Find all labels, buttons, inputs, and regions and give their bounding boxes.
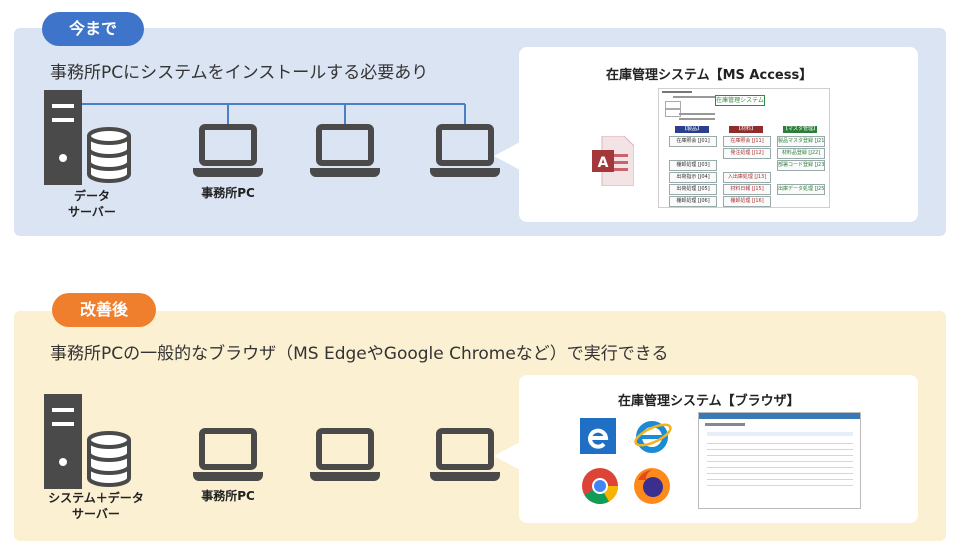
mock-form-button: 出荷処理 [J05] [669,184,717,195]
browser-table-row [707,485,853,486]
access-form-screenshot: 在庫管理システム 【製品】 【材料】 【マスタ管理】 在庫照会 [J01] 棚卸処… [658,88,830,208]
pc-label: 事務所PC [201,489,255,503]
mock-form-button: 出荷指示 [J04] [669,172,717,183]
database-icon [87,127,131,183]
edge-icon [580,418,616,454]
mock-form-button: 棚卸処理 [J06] [669,196,717,207]
laptop-icon [430,124,500,177]
mock-form-button: 部署コード登録 [J23] [777,160,825,171]
mock-form-button: 材料日報 [J15] [723,184,771,195]
mock-form-button: 材料品登録 [J22] [777,148,825,159]
laptop-icon [310,124,380,177]
before-heading: 事務所PCにシステムをインストールする必要あり [50,63,429,83]
laptop-icon [430,428,500,481]
after-badge: 改善後 [52,293,156,327]
server-label-line2: サーバー [68,205,116,219]
chrome-icon [582,468,618,505]
callout-title: 在庫管理システム【ブラウザ】 [618,394,800,409]
internet-explorer-icon [634,421,672,453]
server-label-line2: サーバー [72,507,120,521]
browser-table-row [707,479,853,480]
laptop-icon [193,124,263,177]
mock-form-button: 棚卸処理 [J16] [723,196,771,207]
mock-form-button: 在庫照会 [J11] [723,136,771,147]
browser-screenshot [698,412,861,509]
server-label: データ サーバー [62,188,122,220]
mock-form-button: 出庫データ処理 [J25] [777,184,825,195]
server-icon [44,394,82,489]
mock-header-product: 【製品】 [675,126,709,133]
mock-header-material: 【材料】 [729,126,763,133]
browser-table-row [707,461,853,462]
callout-title: 在庫管理システム【MS Access】 [606,68,813,83]
browser-table-row [707,443,853,444]
callout-tail [494,142,520,170]
pc-label: 事務所PC [201,186,255,200]
before-badge: 今まで [42,12,144,46]
mock-form-button: 製品マスタ登録 [J21] [777,136,825,147]
access-file-icon: A [592,136,634,186]
mock-title: 在庫管理システム [715,95,765,106]
firefox-icon [634,468,670,504]
server-label-line1: データ [73,189,110,203]
mock-form-button: 発注処理 [J12] [723,148,771,159]
browser-table-row [707,467,853,468]
laptop-icon [310,428,380,481]
server-label-line1: システム＋データ [48,491,144,505]
after-heading: 事務所PCの一般的なブラウザ（MS EdgeやGoogle Chromeなど）で… [50,344,669,364]
mock-form-button: 在庫照会 [J01] [669,136,717,147]
database-icon [87,431,131,487]
server-label: システム＋データ サーバー [36,490,156,522]
laptop-icon [193,428,263,481]
server-icon [44,90,82,185]
mock-form-button: 棚卸処理 [J03] [669,160,717,171]
browser-table-row [707,473,853,474]
svg-text:A: A [598,155,609,171]
browser-table-row [707,449,853,450]
mock-header-master: 【マスタ管理】 [783,126,817,133]
browser-table-row [707,455,853,456]
callout-tail [494,442,520,470]
mock-form-button: 入出庫処理 [J13] [723,172,771,183]
